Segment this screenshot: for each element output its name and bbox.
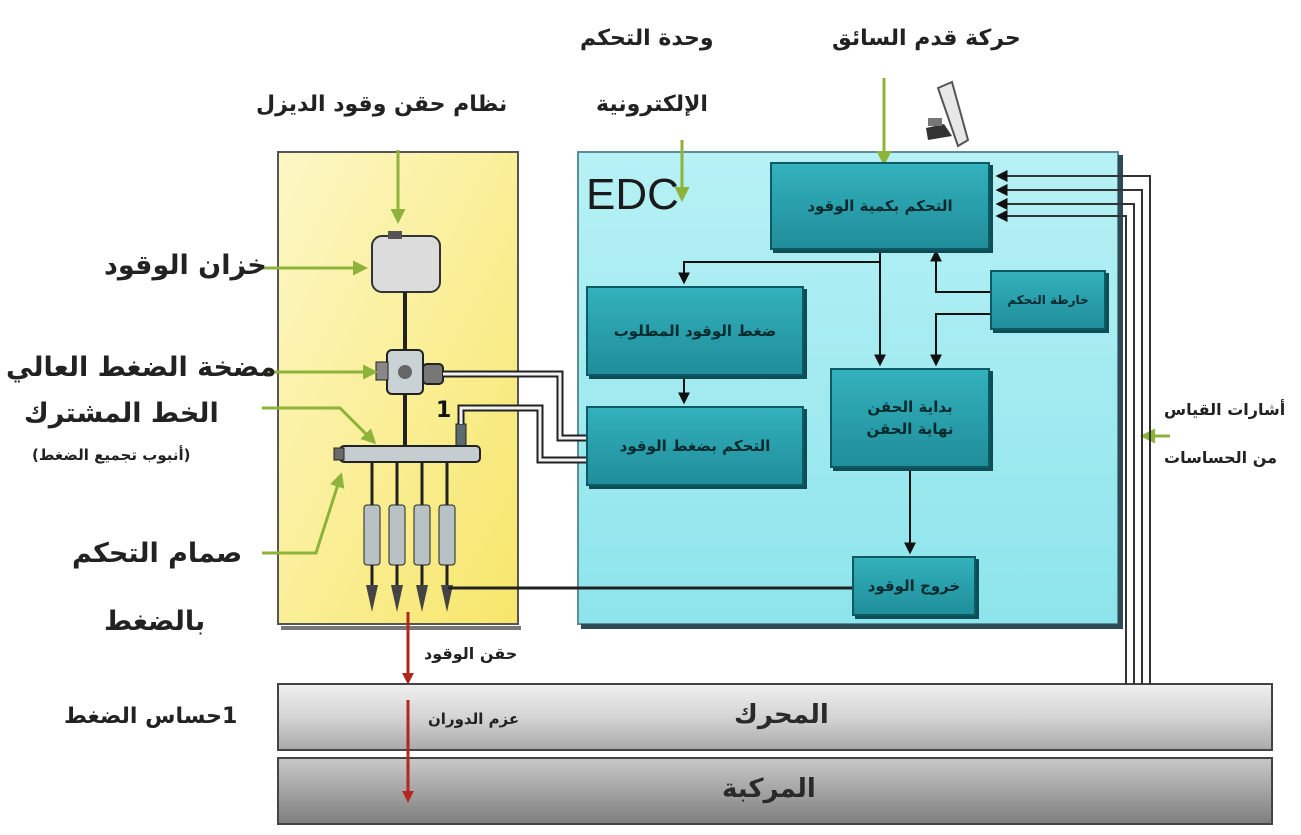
- pedal-icon: [926, 80, 970, 148]
- sensor-signals-line2: من الحساسات: [1164, 448, 1278, 467]
- ecu-title-line2: الإلكترونية: [596, 92, 708, 117]
- block-fuel-quantity-control: التحكم بكمية الوقود: [770, 162, 990, 250]
- sensor-signals-line1: أشارات القياس: [1164, 400, 1286, 419]
- connection-lines: [443, 370, 852, 590]
- ecu-flow-arrows: [678, 248, 990, 555]
- pressure-sensor-label: 1حساس الضغط: [64, 704, 238, 729]
- torque-label: عزم الدوران: [428, 710, 520, 728]
- pressure-valve-label-line1: صمام التحكم: [72, 538, 243, 569]
- fuel-tank-label: خزان الوقود: [104, 250, 267, 281]
- vehicle-band: [277, 757, 1273, 825]
- common-rail-icon: [333, 445, 481, 463]
- pressure-valve-label-line2: بالضغط: [104, 606, 206, 637]
- fuel-injection-label: حقن الوقود: [424, 644, 518, 663]
- fuel-tank-icon: [371, 235, 441, 293]
- common-rail-label: الخط المشترك: [24, 398, 219, 429]
- driver-pedal-label: حركة قدم السائق: [832, 26, 1021, 51]
- high-pressure-pump-icon: [375, 349, 444, 395]
- vehicle-label: المركبة: [722, 774, 816, 804]
- injection-end-label: نهاية الحقن: [866, 420, 954, 438]
- sensor-signal-lines: [995, 170, 1151, 684]
- block-injection-timing: بداية الحقن نهاية الحقن: [830, 368, 990, 468]
- block-control-map: خارطة التحكم: [990, 270, 1106, 330]
- engine-band: [277, 683, 1273, 751]
- rail-marker: 1: [436, 398, 452, 423]
- block-required-fuel-pressure: ضغط الوقود المطلوب: [586, 286, 804, 376]
- diesel-system-label: نظام حقن وقود الديزل: [256, 92, 508, 117]
- common-rail-note: (أنبوب تجميع الضغط): [32, 446, 191, 464]
- injection-start-label: بداية الحقن: [867, 397, 953, 416]
- edc-label: EDC: [586, 170, 679, 219]
- injectors-icon: [363, 462, 456, 612]
- block-fuel-pressure-control: التحكم بضغط الوقود: [586, 406, 804, 486]
- ecu-title-line1: وحدة التحكم: [580, 26, 714, 51]
- high-pressure-pump-label: مضخة الضغط العالي: [6, 352, 277, 383]
- block-fuel-output: خروج الوقود: [852, 556, 976, 616]
- engine-label: المحرك: [734, 700, 829, 730]
